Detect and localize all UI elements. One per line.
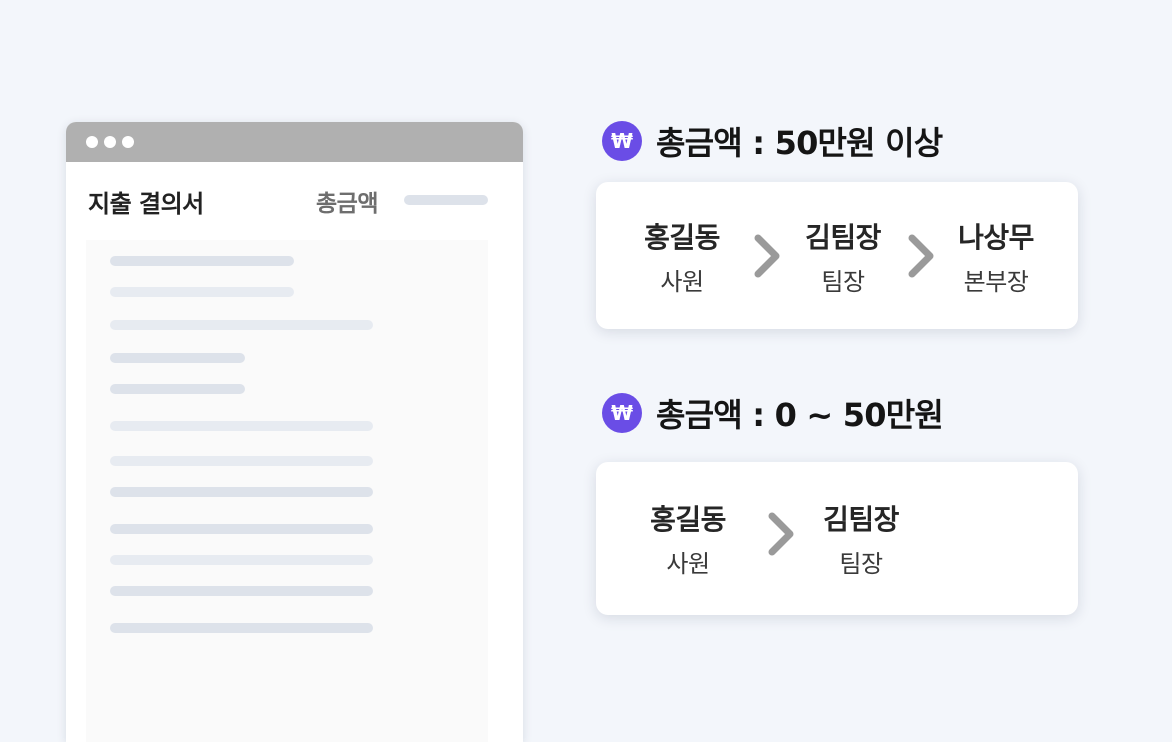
rule-header-under-50: ₩ 총금액 : 0 ~ 50만원 (602, 390, 944, 436)
approver-role: 팀장 (839, 550, 883, 578)
text-placeholder-line (110, 524, 373, 534)
chevron-right-icon (908, 234, 934, 278)
window-dot-icon (86, 136, 98, 148)
won-icon: ₩ (602, 393, 642, 433)
document-total-placeholder (404, 195, 488, 205)
approval-line-card-over-50: 홍길동 사원 김팀장 팀장 나상무 본부장 (596, 182, 1078, 329)
document-title: 지출 결의서 (88, 190, 204, 218)
approver: 김팀장 팀장 (788, 216, 898, 297)
text-placeholder-line (110, 287, 294, 297)
won-icon: ₩ (602, 121, 642, 161)
document-total-label: 총금액 (316, 191, 378, 217)
text-placeholder-line (110, 421, 373, 431)
text-placeholder-line (110, 320, 373, 330)
text-placeholder-line (110, 384, 245, 394)
approver: 나상무 본부장 (941, 216, 1051, 297)
approver-role: 사원 (660, 268, 704, 296)
text-placeholder-line (110, 256, 294, 266)
approver-name: 홍길동 (650, 503, 726, 536)
text-placeholder-line (110, 487, 373, 497)
text-placeholder-line (110, 555, 373, 565)
text-placeholder-line (110, 586, 373, 596)
text-placeholder-line (110, 353, 245, 363)
approver-name: 나상무 (958, 221, 1034, 254)
approver-role: 사원 (666, 550, 710, 578)
window-titlebar (66, 122, 523, 162)
rule-header-over-50: ₩ 총금액 : 50만원 이상 (602, 118, 943, 164)
approval-line-card-under-50: 홍길동 사원 김팀장 팀장 (596, 462, 1078, 615)
text-placeholder-line (110, 456, 373, 466)
rule-title: 총금액 : 50만원 이상 (656, 124, 943, 162)
approver: 김팀장 팀장 (806, 498, 916, 579)
window-dot-icon (104, 136, 116, 148)
document-header: 지출 결의서 총금액 (66, 162, 523, 240)
approver-role: 팀장 (821, 268, 865, 296)
chevron-right-icon (754, 234, 780, 278)
approver-name: 김팀장 (823, 503, 899, 536)
window-dot-icon (122, 136, 134, 148)
approver-role: 본부장 (963, 268, 1029, 296)
text-placeholder-line (110, 623, 373, 633)
document-body (86, 240, 488, 742)
approver-name: 김팀장 (805, 221, 881, 254)
approver-name: 홍길동 (644, 221, 720, 254)
expense-document-window: 지출 결의서 총금액 (66, 122, 523, 742)
chevron-right-icon (768, 512, 794, 556)
rule-title: 총금액 : 0 ~ 50만원 (656, 396, 944, 434)
approver: 홍길동 사원 (633, 498, 743, 579)
approver: 홍길동 사원 (627, 216, 737, 297)
